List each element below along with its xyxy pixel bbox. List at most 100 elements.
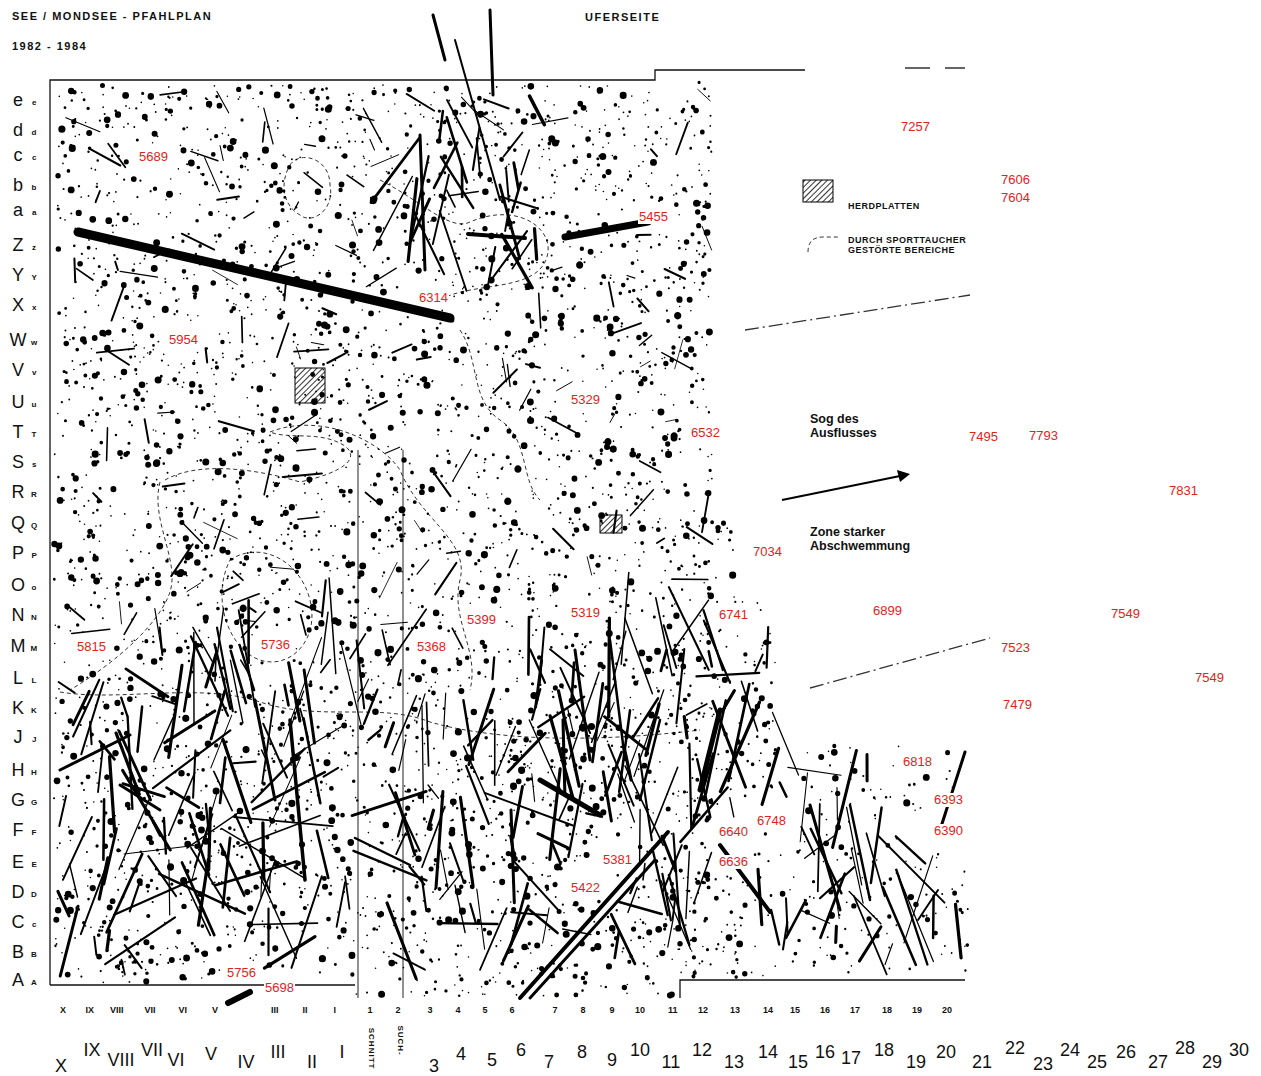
timber [366,268,396,287]
trench-edge [358,450,359,998]
timber [786,900,806,938]
row-letter-small: e [32,98,36,107]
column-number: 21 [972,1052,992,1073]
timber [100,741,115,759]
timber [244,212,254,218]
timber [553,529,574,550]
timber [514,861,559,910]
timber [614,511,617,533]
timber [364,690,378,724]
row-letter-small: N [31,613,37,622]
row-letter-small: s [32,460,36,469]
timber [223,838,230,908]
timber [592,681,616,742]
timber [356,115,374,121]
timber [66,118,100,132]
timber [834,926,838,942]
column-number-small: 12 [698,1005,708,1015]
row-letter-small: c [32,153,36,162]
timber [610,640,625,760]
timber [520,389,531,410]
column-number-small: 19 [912,1005,922,1015]
column-number: VII [141,1040,163,1061]
row-letter-small: c [32,920,36,929]
row-letter-small: w [31,338,37,347]
row-letter-small: F [32,828,37,837]
timber [252,749,305,803]
timber [835,892,839,918]
timber [108,144,125,168]
timber [294,349,329,351]
timber [532,689,540,720]
timber [758,869,762,924]
current-arrow [782,476,900,500]
row-letter-small: P [32,551,37,560]
timber [97,349,134,353]
row-letter-small: J [32,735,36,744]
timber [277,323,289,357]
column-number: III [271,1042,286,1063]
timber [214,520,224,549]
timber [672,578,708,580]
timber [77,269,93,280]
timber [72,629,110,633]
timber [504,133,523,157]
timber [646,704,659,756]
hearth-slab [295,368,325,403]
column-number: 26 [1116,1042,1136,1063]
timber [311,342,323,344]
timber [274,261,294,268]
row-letter: C [12,912,25,933]
timber [345,876,349,909]
timber [932,896,935,938]
row-letter-small: L [32,676,37,685]
date-label: 1982 - 1984 [12,40,87,53]
timber [70,864,78,897]
timber [138,707,143,752]
row-letter: d [13,120,23,141]
timber [410,866,425,884]
border-line [50,70,805,985]
timber [165,711,215,743]
row-letter-small: d [32,128,37,137]
column-number-small: IX [86,1005,95,1015]
sample-number: 7831 [1168,484,1199,499]
column-number-small: VIII [110,1005,124,1015]
disturbed-outline [380,180,548,300]
sample-number: 6748 [756,814,787,829]
column-number-small: 2 [396,1005,401,1015]
column-number: 18 [874,1040,894,1061]
timber [288,436,297,444]
timber [262,691,275,783]
timber [436,792,443,888]
column-number: 30 [1229,1040,1249,1061]
timber [215,648,216,681]
sample-number: 5689 [138,150,169,165]
timber [447,117,467,182]
trench-edge [403,450,404,998]
timber [956,904,962,957]
timber [124,846,194,854]
current-arrowhead [897,470,910,482]
sample-number: 6390 [933,824,964,839]
timber [818,804,820,891]
dash-dot-line [810,638,990,688]
timber [639,335,651,345]
timber [820,867,854,898]
column-number-small: 9 [610,1005,615,1015]
timber [702,226,712,250]
timber [99,858,108,899]
timber [386,447,400,453]
timber [169,665,182,757]
timber [371,155,399,167]
timber [298,517,319,519]
timber [152,696,175,704]
timber [417,357,431,360]
timber [859,927,881,961]
timber [327,354,345,363]
timber [352,220,358,236]
timber [440,211,467,291]
timber [850,805,870,900]
timber [116,733,139,794]
